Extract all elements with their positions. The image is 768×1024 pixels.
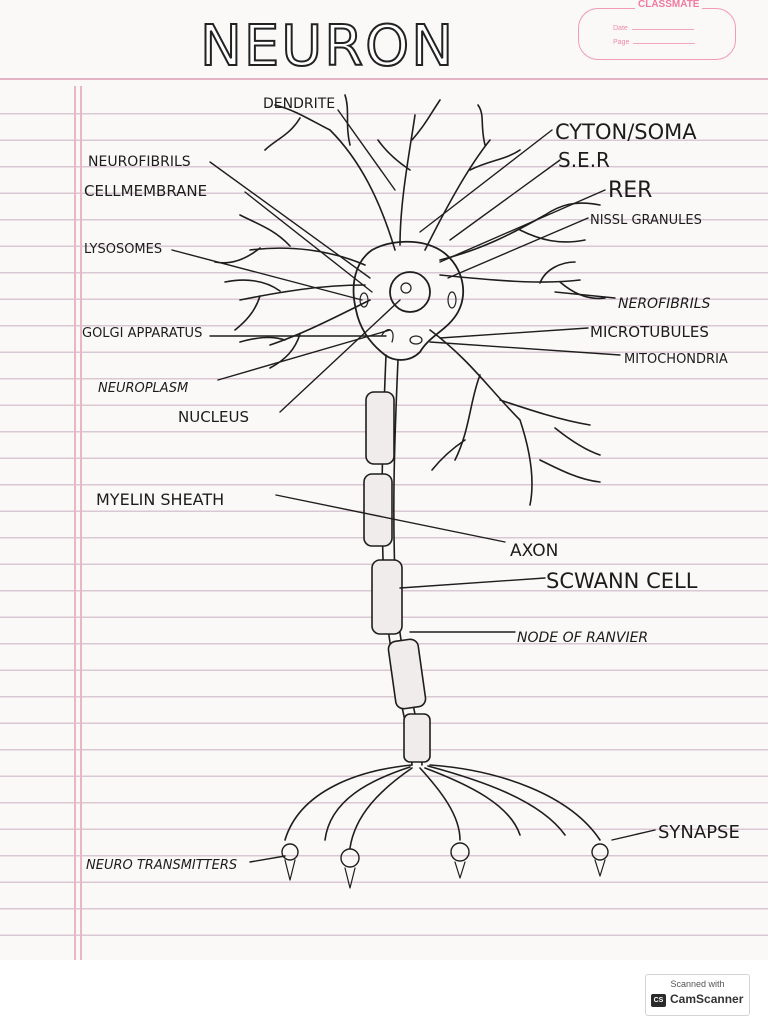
neuron-diagram: DENDRITE NEUROFIBRILS CELLMEMBRANE LYSOS… bbox=[82, 94, 740, 889]
stamp-page-label: Page bbox=[613, 39, 630, 46]
label-node: NODE OF RANVIER bbox=[517, 630, 648, 646]
soma-outline bbox=[352, 240, 465, 361]
margin-line bbox=[80, 0, 82, 960]
label-neurofibrils-left: NEUROFIBRILS bbox=[88, 154, 191, 170]
label-mitochondria: MITOCHONDRIA bbox=[624, 352, 728, 367]
stamp-date-label: Date bbox=[613, 25, 628, 32]
label-rer: RER bbox=[608, 178, 652, 203]
scanner-name: CamScanner bbox=[670, 992, 744, 1006]
label-nissl: NISSL GRANULES bbox=[590, 213, 702, 228]
label-nucleus: NUCLEUS bbox=[178, 408, 249, 426]
label-schwann: SCWANN CELL bbox=[546, 569, 698, 593]
label-neurotransmitters: NEURO TRANSMITTERS bbox=[86, 858, 237, 873]
label-nerofibrils-right: NEROFIBRILS bbox=[618, 296, 711, 312]
label-cyton: CYTON/SOMA bbox=[555, 120, 697, 144]
label-microtubules: MICROTUBULES bbox=[590, 323, 709, 341]
stamp-page-row: Page bbox=[613, 39, 696, 46]
axon-terminals bbox=[281, 764, 609, 889]
label-myelin: MYELIN SHEATH bbox=[96, 490, 224, 509]
label-ser: S.E.R bbox=[558, 148, 610, 172]
scanner-caption: Scanned with bbox=[670, 979, 725, 989]
camscanner-logo-icon: CS bbox=[651, 994, 666, 1007]
margin-line bbox=[74, 0, 76, 960]
label-neuroplasm: NEUROPLASM bbox=[98, 381, 188, 396]
leader-lines bbox=[171, 109, 656, 863]
label-axon: AXON bbox=[510, 541, 558, 561]
header-rule bbox=[0, 78, 768, 80]
label-synapse: SYNAPSE bbox=[658, 822, 740, 843]
nucleus-shape bbox=[389, 271, 431, 313]
label-cell-membrane: CELLMEMBRANE bbox=[84, 182, 207, 200]
camscanner-badge: Scanned with CS CamScanner bbox=[645, 974, 750, 1016]
myelin-segments bbox=[363, 391, 431, 763]
dendrite-branches bbox=[214, 94, 606, 506]
stamp-date-row: Date bbox=[613, 25, 694, 32]
label-golgi: GOLGI APPARATUS bbox=[82, 326, 202, 341]
stamp-brand: CLASSMATE bbox=[635, 0, 703, 10]
label-lysosomes: LYSOSOMES bbox=[84, 242, 162, 257]
label-dendrite: DENDRITE bbox=[263, 96, 335, 112]
notebook-stamp: CLASSMATE Date Page bbox=[578, 0, 736, 60]
